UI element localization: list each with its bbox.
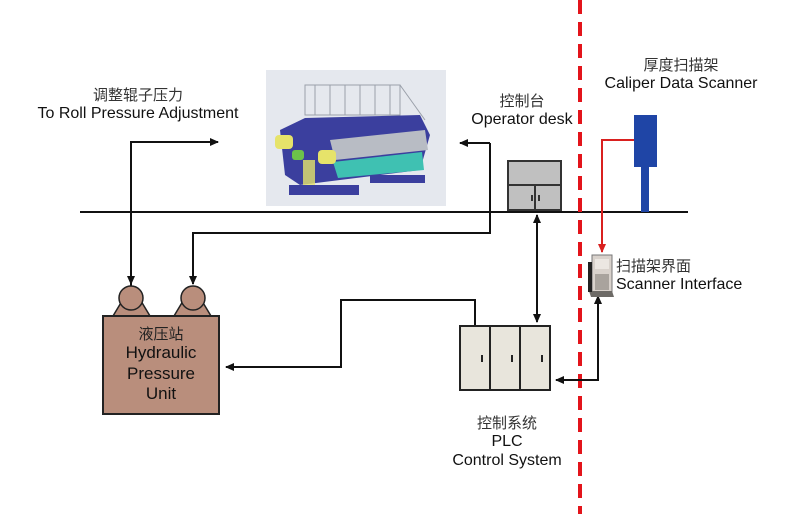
hydraulic-pressure-unit[interactable]: 液压站 Hydraulic Pressure Unit <box>102 315 220 415</box>
roll-pressure-label: 调整辊子压力 To Roll Pressure Adjustment <box>18 86 258 123</box>
operator-desk-label: 控制台 Operator desk <box>458 92 586 129</box>
roll-pressure-label-cn: 调整辊子压力 <box>92 86 183 104</box>
plc-label: 控制系统 PLC Control System <box>432 414 582 470</box>
edge-hydraulic-to-roll <box>130 138 219 288</box>
scanner-interface-label-cn: 扫描架界面 <box>616 257 692 275</box>
scanner-interface-label: 扫描架界面 Scanner Interface <box>616 257 742 294</box>
operator-desk-cabinet[interactable] <box>507 160 562 211</box>
plc-cabinet-door <box>461 327 491 389</box>
caliper-scanner-post <box>641 167 649 212</box>
hydraulic-unit-label-en-2: Pressure <box>126 363 196 383</box>
hydraulic-unit-label-en-3: Unit <box>145 384 177 404</box>
hydraulic-pump-2 <box>172 285 213 317</box>
hydraulic-pump-1 <box>111 285 152 317</box>
caliper-scanner-label-cn: 厚度扫描架 <box>643 56 719 74</box>
edge-caliper-to-interface <box>598 139 634 253</box>
scanner-interface-computer-icon[interactable] <box>588 254 614 297</box>
edge-interface-to-plc <box>555 300 599 384</box>
hydraulic-unit-label-en-1: Hydraulic <box>125 343 197 363</box>
operator-desk-label-cn: 控制台 <box>499 92 545 110</box>
operator-desk-label-en: Operator desk <box>471 111 573 128</box>
edge-desk-to-hydraulic <box>189 143 491 285</box>
plc-label-en-2: Control System <box>452 452 562 470</box>
plc-label-cn: 控制系统 <box>476 414 537 432</box>
roll-press-machine-illustration <box>266 70 446 206</box>
edge-plc-to-hydraulic <box>225 299 476 371</box>
hydraulic-unit-label-cn: 液压站 <box>138 325 184 344</box>
scanner-interface-label-en: Scanner Interface <box>616 276 743 293</box>
caliper-scanner-head[interactable] <box>634 115 657 167</box>
plc-cabinet-door <box>521 327 549 389</box>
caliper-scanner-label-en: Caliper Data Scanner <box>604 75 758 92</box>
plc-cabinet-door <box>491 327 521 389</box>
roll-pressure-label-en: To Roll Pressure Adjustment <box>37 105 239 122</box>
plc-label-en-1: PLC <box>491 433 523 450</box>
plc-cabinet[interactable] <box>459 325 551 391</box>
caliper-scanner-label: 厚度扫描架 Caliper Data Scanner <box>586 56 776 93</box>
